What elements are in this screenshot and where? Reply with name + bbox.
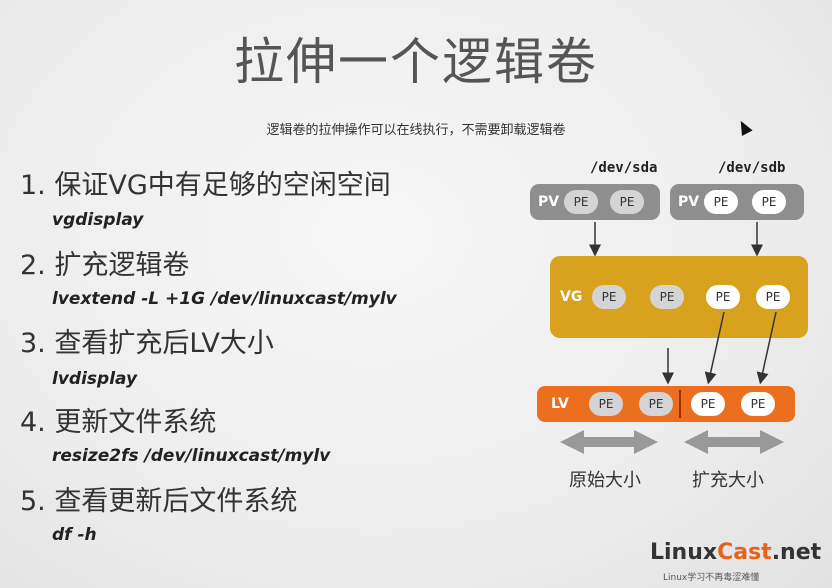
lv-divider (679, 390, 681, 418)
pe-block: PE (704, 190, 738, 214)
pe-block: PE (564, 190, 598, 214)
pe-block: PE (610, 190, 644, 214)
pe-block: PE (752, 190, 786, 214)
step-1-command: vgdisplay (52, 210, 144, 230)
logo-suffix: .net (771, 540, 822, 565)
step-1-label: 1. 保证VG中有足够的空闲空间 (20, 170, 391, 201)
pv-sdb-bar: PV PE PE (670, 184, 804, 220)
slide-subtitle: 逻辑卷的拉伸操作可以在线执行，不需要卸载逻辑卷 (266, 123, 566, 138)
lv-label: LV (551, 396, 569, 412)
pe-block: PE (691, 392, 725, 416)
pe-block: PE (589, 392, 623, 416)
logo-accent: Cast (717, 540, 772, 565)
step-4-command: resize2fs /dev/linuxcast/mylv (52, 446, 331, 466)
arrow-pe4-to-lv (756, 311, 777, 385)
step-3-command: lvdisplay (52, 369, 138, 389)
pe-block: PE (650, 285, 684, 309)
step-3-label: 3. 查看扩充后LV大小 (20, 328, 274, 359)
pe-block: PE (756, 285, 790, 309)
pe-block: PE (592, 285, 626, 309)
vg-bar: VG PE PE PE PE (550, 256, 808, 338)
step-5-label: 5. 查看更新后文件系统 (20, 486, 298, 517)
step-5-command: df -h (52, 525, 97, 545)
step-4-label: 4. 更新文件系统 (20, 407, 217, 438)
pv-sda-bar: PV PE PE (530, 184, 660, 220)
logo-tagline: Linux学习不再毒涩难懂 (663, 573, 760, 583)
original-size-caption: 原始大小 (569, 470, 641, 491)
original-size-double-arrow-icon (560, 430, 658, 454)
slide-title: 拉伸一个逻辑卷 (234, 33, 598, 91)
arrow-pe3-to-lv (704, 311, 725, 385)
step-2-command: lvextend -L +1G /dev/linuxcast/mylv (52, 289, 397, 309)
disk-sda-label: /dev/sda (590, 160, 658, 176)
pv-sda-label: PV (538, 194, 560, 210)
pe-block: PE (741, 392, 775, 416)
pe-block: PE (639, 392, 673, 416)
pv-sdb-label: PV (678, 194, 700, 210)
extended-size-caption: 扩充大小 (692, 470, 764, 491)
step-2-label: 2. 扩充逻辑卷 (20, 250, 190, 281)
pe-block: PE (706, 285, 740, 309)
linuxcast-logo: LinuxCast.net (650, 540, 821, 565)
logo-main: Linux (650, 540, 718, 565)
extended-size-double-arrow-icon (684, 430, 784, 454)
disk-sdb-label: /dev/sdb (718, 160, 786, 176)
lv-bar: LV PE PE PE PE (537, 386, 795, 422)
vg-label: VG (560, 289, 583, 305)
